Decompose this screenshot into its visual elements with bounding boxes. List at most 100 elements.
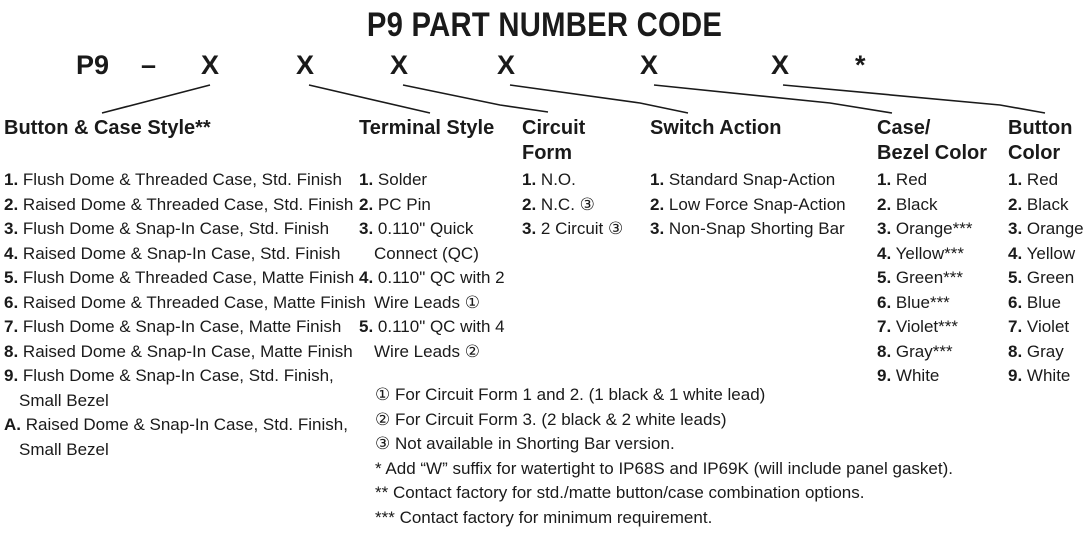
list-item-text: Raised Dome & Threaded Case, Matte Finis… xyxy=(22,292,366,312)
list-item: A. Raised Dome & Snap-In Case, Std. Fini… xyxy=(4,413,366,438)
list-item-text: Red xyxy=(895,170,928,189)
list-item-text: Violet xyxy=(1026,317,1070,336)
list-item-text: Yellow*** xyxy=(895,243,964,263)
list-item-number: A. xyxy=(4,415,21,434)
list-item: 2. PC Pin xyxy=(359,193,505,218)
list-item-text: Flush Dome & Snap-In Case, Std. Finish, xyxy=(22,366,334,385)
list-item-text: Black xyxy=(1026,194,1069,214)
code-x-button-case: X xyxy=(201,50,220,80)
connector-button-case xyxy=(101,84,211,114)
list-item-number: 5. xyxy=(877,268,892,287)
list-item-text: Black xyxy=(895,194,938,214)
list-item: 1. Solder xyxy=(359,168,505,193)
list-item-text: Flush Dome & Threaded Case, Matte Finish xyxy=(22,268,355,287)
code-x-button-color: X xyxy=(771,50,790,80)
list-item: 8. Gray xyxy=(1008,340,1084,365)
list-item-number: 8. xyxy=(877,341,892,361)
list-item-text: N.C. ③ xyxy=(540,194,595,214)
list-item: 5. 0.110" QC with 4 xyxy=(359,315,505,340)
list-item: 7. Flush Dome & Snap-In Case, Matte Fini… xyxy=(4,315,366,340)
code-x-terminal: X xyxy=(296,50,315,80)
list-item-text: 0.110" QC with 2 xyxy=(377,268,505,287)
connector-button-color xyxy=(782,84,1046,114)
list-item: 3. 2 Circuit ③ xyxy=(522,217,623,242)
list-item-text: Blue*** xyxy=(895,292,950,312)
list-item-continuation: Small Bezel xyxy=(19,439,109,459)
code-dash: – xyxy=(141,50,157,80)
list-item-text: Gray xyxy=(1026,341,1064,361)
list-item: 4. Yellow*** xyxy=(877,242,972,267)
list-item-text: Gray*** xyxy=(895,341,953,361)
list-item: 6. Blue xyxy=(1008,291,1084,316)
list-item-number: 9. xyxy=(877,366,892,385)
list-item-text: Non-Snap Shorting Bar xyxy=(668,219,845,238)
list-item: 1. Standard Snap-Action xyxy=(650,168,846,193)
list-item-number: 2. xyxy=(650,194,665,214)
header-switch: Switch Action xyxy=(650,117,782,139)
list-item-text: Standard Snap-Action xyxy=(668,170,836,189)
list-item: 7. Violet*** xyxy=(877,315,972,340)
list-item-text: Solder xyxy=(377,170,428,189)
header-bezel-line2: Bezel Color xyxy=(877,142,988,164)
list-item-number: 5. xyxy=(359,317,374,336)
list-item-text: Flush Dome & Threaded Case, Std. Finish xyxy=(22,170,342,189)
list-item-text: 0.110" Quick xyxy=(377,219,474,238)
header-circuit-line2: Form xyxy=(522,142,572,164)
code-x-circuit: X xyxy=(390,50,409,80)
list-item-text: Green*** xyxy=(895,268,964,287)
connector-switch xyxy=(509,84,689,114)
page-title: P9 PART NUMBER CODE xyxy=(366,6,723,44)
footnotes: ① For Circuit Form 1 and 2. (1 black & 1… xyxy=(375,383,953,530)
list-item-number: 1. xyxy=(1008,170,1023,189)
list-item-number: 4. xyxy=(1008,243,1023,263)
list-item-number: 1. xyxy=(650,170,665,189)
list-item: 9. White xyxy=(1008,364,1084,389)
list-item-text: Flush Dome & Snap-In Case, Matte Finish xyxy=(22,317,342,336)
list-item: 1. Flush Dome & Threaded Case, Std. Fini… xyxy=(4,168,366,193)
header-circuit-line1: Circuit xyxy=(522,117,586,139)
list-item: 4. 0.110" QC with 2 xyxy=(359,266,505,291)
list-item-number: 1. xyxy=(4,170,19,189)
header-bezel-line1: Case/ xyxy=(877,117,931,139)
list-item: 4. Yellow xyxy=(1008,242,1084,267)
list-item-number: 2. xyxy=(4,194,19,214)
list-item-number: 5. xyxy=(1008,268,1023,287)
list-item-text: N.O. xyxy=(540,170,576,189)
list-item-number: 8. xyxy=(1008,341,1023,361)
header-button-color-line1: Button xyxy=(1008,117,1073,139)
list-item-number: 2. xyxy=(877,194,892,214)
list-item-continuation: Wire Leads ① xyxy=(374,292,480,312)
list-item-text: Flush Dome & Snap-In Case, Std. Finish xyxy=(22,219,330,238)
list-item-text: White xyxy=(1026,366,1071,385)
list-item-text: Raised Dome & Threaded Case, Std. Finish xyxy=(22,194,354,214)
code-x-switch: X xyxy=(497,50,516,80)
list-item-number: 6. xyxy=(1008,292,1023,312)
list-item: 9. Flush Dome & Snap-In Case, Std. Finis… xyxy=(4,364,366,389)
code-prefix: P9 xyxy=(76,50,110,80)
list-item: 6. Blue*** xyxy=(877,291,972,316)
list-item: 1. Red xyxy=(877,168,972,193)
list-item-text: Orange xyxy=(1026,219,1084,238)
list-item-number: 3. xyxy=(1008,219,1023,238)
list-item: 9. White xyxy=(877,364,972,389)
list-item-number: 1. xyxy=(877,170,892,189)
list-item-number: 5. xyxy=(4,268,19,287)
list-item: 3. Orange*** xyxy=(877,217,972,242)
list-item-number: 2. xyxy=(1008,194,1023,214)
list-item-number: 4. xyxy=(877,243,892,263)
list-item-continuation: Small Bezel xyxy=(19,390,109,410)
list-item-text: Green xyxy=(1026,268,1075,287)
list-item-continuation: Connect (QC) xyxy=(374,243,479,263)
list-item-continuation: Wire Leads ② xyxy=(374,341,480,361)
list-item-text: Raised Dome & Snap-In Case, Matte Finish xyxy=(22,341,353,361)
list-item-text: 0.110" QC with 4 xyxy=(377,317,505,336)
header-bezel: Case/ Bezel Color xyxy=(877,116,987,166)
list-item-number: 6. xyxy=(4,292,19,312)
list-item: 3. Orange xyxy=(1008,217,1084,242)
list-item-text: Red xyxy=(1026,170,1059,189)
list-item-text: Yellow xyxy=(1026,243,1076,263)
